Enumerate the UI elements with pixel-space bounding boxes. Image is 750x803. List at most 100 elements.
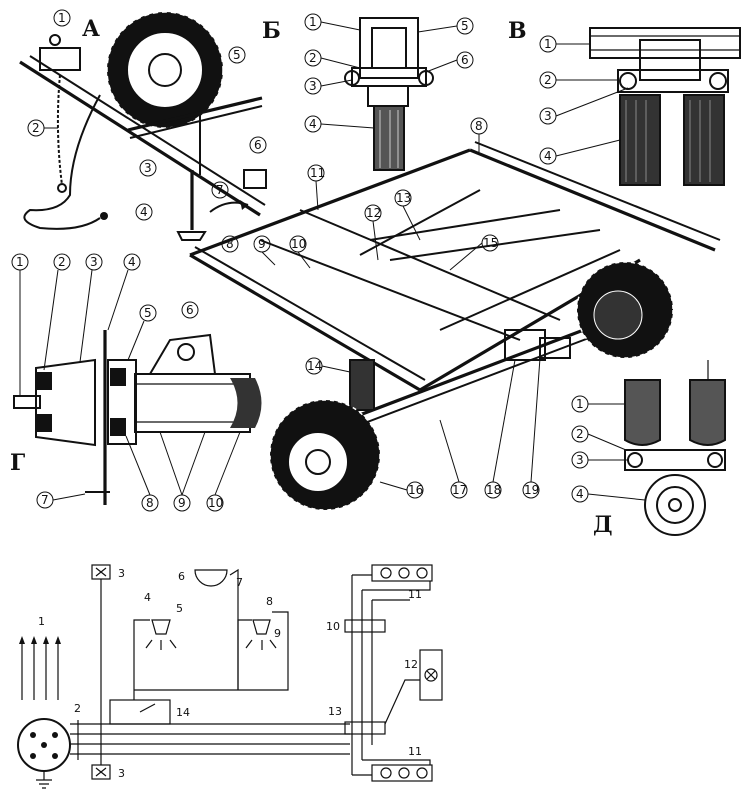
sch-label-7: 7 (236, 576, 243, 589)
sch-label-11-bottom: 11 (408, 745, 422, 758)
mount-bolts (617, 69, 729, 93)
sch-label-11-top: 11 (408, 588, 422, 601)
sch-label-14: 14 (176, 706, 190, 719)
frame-front-cross (189, 148, 471, 257)
callout-a-5: 5 (233, 48, 241, 62)
sch-label-6: 6 (178, 570, 185, 583)
callout-frame-9: 9 (258, 237, 266, 251)
sch-label-4: 4 (144, 591, 151, 604)
callout-a-2: 2 (32, 121, 40, 135)
leg-clamp (243, 169, 267, 189)
pivot-shaft (373, 105, 405, 171)
callout-g-6: 6 (186, 303, 194, 317)
callout-frame-18: 18 (486, 483, 501, 497)
frame-beam (589, 27, 741, 59)
callout-v-1: 1 (544, 37, 552, 51)
callout-frame-19: 19 (524, 483, 539, 497)
callout-g-8: 8 (146, 496, 154, 510)
callout-b-4: 4 (309, 117, 317, 131)
callout-a-7: 7 (216, 183, 224, 197)
callout-g-2: 2 (58, 255, 66, 269)
chain-hook (57, 183, 67, 193)
lamp-6 (194, 569, 228, 587)
d-bushing (644, 474, 706, 536)
callout-frame-11: 11 (310, 166, 325, 180)
hitch-bolt (49, 34, 61, 46)
sch-label-1: 1 (38, 615, 45, 628)
callout-b-1: 1 (309, 15, 317, 29)
callout-b-6: 6 (461, 53, 469, 67)
callout-b-3: 3 (309, 79, 317, 93)
hub-drum (134, 373, 251, 433)
callout-g-1: 1 (16, 255, 24, 269)
callout-d-3: 3 (576, 453, 584, 467)
callout-d-2: 2 (576, 427, 584, 441)
lamp-block-bottom (371, 764, 433, 782)
callout-g-9: 9 (178, 496, 186, 510)
lamp-5 (151, 619, 171, 635)
d-bolt-plate (624, 449, 726, 471)
safety-chain (56, 74, 63, 186)
callout-g-7: 7 (41, 493, 49, 507)
spare-wheel-hub (148, 53, 182, 87)
drawbar-tube-top (29, 55, 266, 206)
sch-label-13: 13 (328, 705, 342, 718)
callout-d-1: 1 (576, 397, 584, 411)
callout-a-4: 4 (140, 205, 148, 219)
section-letter-g: Г (10, 450, 25, 476)
detail-d: 1 2 3 4 (571, 360, 726, 536)
sch-label-8: 8 (266, 595, 273, 608)
detail-v: 1 2 3 4 (539, 27, 741, 186)
callout-b-5: 5 (461, 19, 469, 33)
callout-g-10: 10 (208, 496, 223, 510)
sch-label-3-bottom: 3 (118, 767, 125, 780)
callout-frame-10: 10 (291, 237, 306, 251)
callout-frame-17: 17 (452, 483, 467, 497)
electric-cable (23, 94, 101, 230)
callout-g-4: 4 (128, 255, 136, 269)
callout-v-3: 3 (544, 109, 552, 123)
sch-label-3-top: 3 (118, 567, 125, 580)
lamp-9 (252, 619, 271, 635)
detail-a: 1 2 3 4 5 6 7 (19, 9, 267, 241)
frame-left-member (189, 253, 421, 392)
spare-wheel-rim (126, 31, 204, 109)
terminal-10 (344, 619, 386, 633)
sch-label-2: 2 (74, 702, 81, 715)
spare-wheel-bracket (127, 96, 263, 132)
hub-bracket (149, 333, 216, 375)
cable-plug (100, 212, 108, 220)
section-letter-b: Б (262, 18, 281, 44)
lamp-block-top (371, 564, 433, 582)
sch-label-9: 9 (274, 627, 281, 640)
spring-right (683, 94, 725, 186)
support-foot (176, 231, 207, 241)
detail-b: 1 2 3 4 5 6 (304, 13, 474, 171)
callout-g-3: 3 (90, 255, 98, 269)
hub-axle-stub (13, 395, 41, 409)
terminal-13 (344, 721, 386, 735)
callout-frame-8b: 8 (226, 237, 234, 251)
callout-a-1: 1 (58, 11, 66, 25)
detail-g: 1 2 3 4 5 6 7 8 9 10 (11, 253, 262, 512)
frame-right-member (469, 148, 716, 252)
switch-14 (109, 699, 171, 725)
trailer-frame: 8 8 9 10 11 12 13 14 15 16 17 18 19 (189, 117, 721, 511)
hitch-coupler (39, 47, 81, 71)
callout-a-6: 6 (254, 138, 262, 152)
axle-bracket (504, 329, 546, 361)
lamp-12 (419, 649, 443, 701)
callout-b-2: 2 (309, 51, 317, 65)
section-letter-d: Д (593, 512, 613, 538)
callout-frame-14: 14 (307, 359, 322, 373)
callout-d-4: 4 (576, 487, 584, 501)
callout-v-2: 2 (544, 73, 552, 87)
wiring-schematic: 1 2 3 3 4 5 6 7 8 9 10 11 11 12 13 14 (17, 564, 443, 789)
callout-frame-12: 12 (366, 206, 381, 220)
callout-frame-15: 15 (483, 236, 498, 250)
section-letter-a: А (82, 16, 100, 42)
callout-frame-13: 13 (396, 191, 411, 205)
sch-label-5: 5 (176, 602, 183, 615)
